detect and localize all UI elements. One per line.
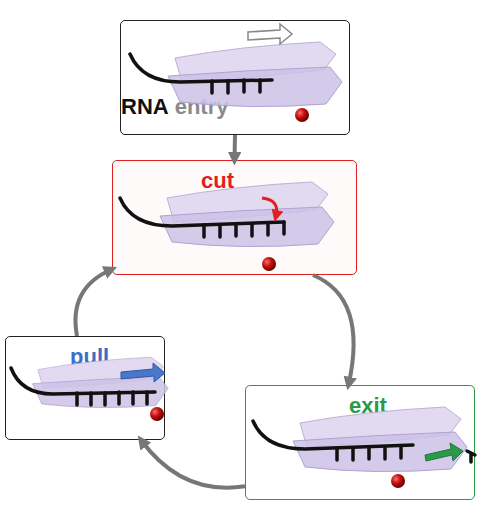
label-row: RNAentry bbox=[121, 94, 228, 120]
cycle-arrow bbox=[75, 269, 112, 336]
cycle-arrow bbox=[141, 440, 245, 488]
step-box: pull bbox=[5, 336, 165, 440]
cycle-arrow bbox=[233, 135, 238, 160]
step-label: cut bbox=[201, 168, 234, 194]
step-box: exit bbox=[245, 385, 475, 500]
step-label: exit bbox=[349, 393, 387, 419]
cycle-arrow bbox=[313, 275, 354, 385]
label-row: pull bbox=[70, 344, 109, 370]
label-row: cut bbox=[201, 168, 234, 194]
step-label: RNA bbox=[121, 94, 169, 120]
step-label: entry bbox=[175, 94, 229, 120]
step-box: cut bbox=[112, 160, 357, 275]
step-label: pull bbox=[70, 344, 109, 370]
step-box: RNAentry bbox=[120, 20, 350, 135]
label-row: exit bbox=[349, 393, 387, 419]
